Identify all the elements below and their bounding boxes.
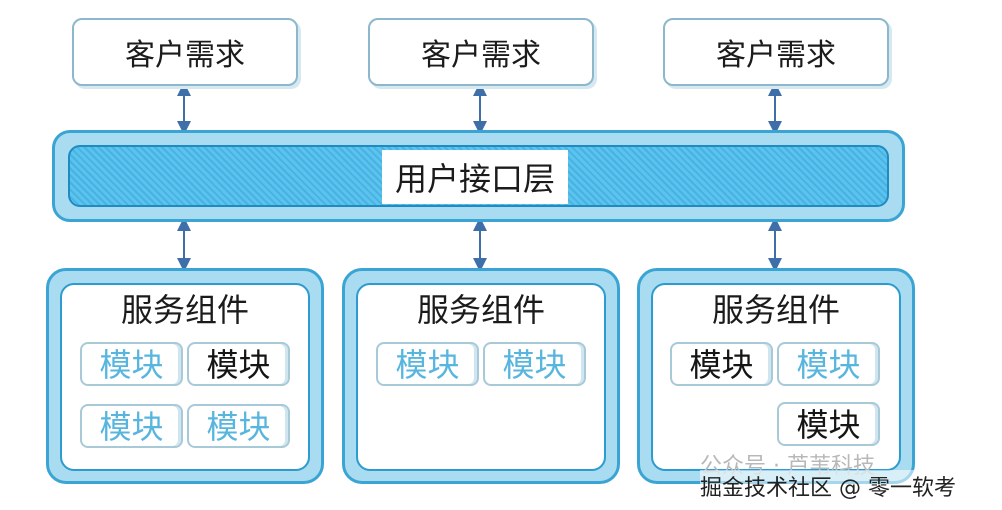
module-box: 模块 [80, 342, 183, 386]
service-component-title: 服务组件 [711, 291, 840, 329]
module-box: 模块 [670, 342, 773, 386]
requirement-box-2: 客户需求 [368, 18, 594, 86]
module-box: 模块 [187, 404, 290, 448]
watermark-line-2: 掘金技术社区 @ 零一软考 [700, 470, 956, 502]
module-box: 模块 [376, 342, 479, 386]
module-box: 模块 [483, 342, 586, 386]
module-box: 模块 [777, 342, 880, 386]
service-component-title: 服务组件 [120, 291, 249, 329]
module-box: 模块 [777, 402, 880, 446]
user-interface-layer-label: 用户接口层 [382, 150, 568, 204]
module-box: 模块 [80, 404, 183, 448]
requirement-box-3: 客户需求 [663, 18, 889, 86]
service-component-title: 服务组件 [416, 291, 545, 329]
requirement-box-1: 客户需求 [72, 18, 298, 86]
module-box: 模块 [187, 342, 290, 386]
